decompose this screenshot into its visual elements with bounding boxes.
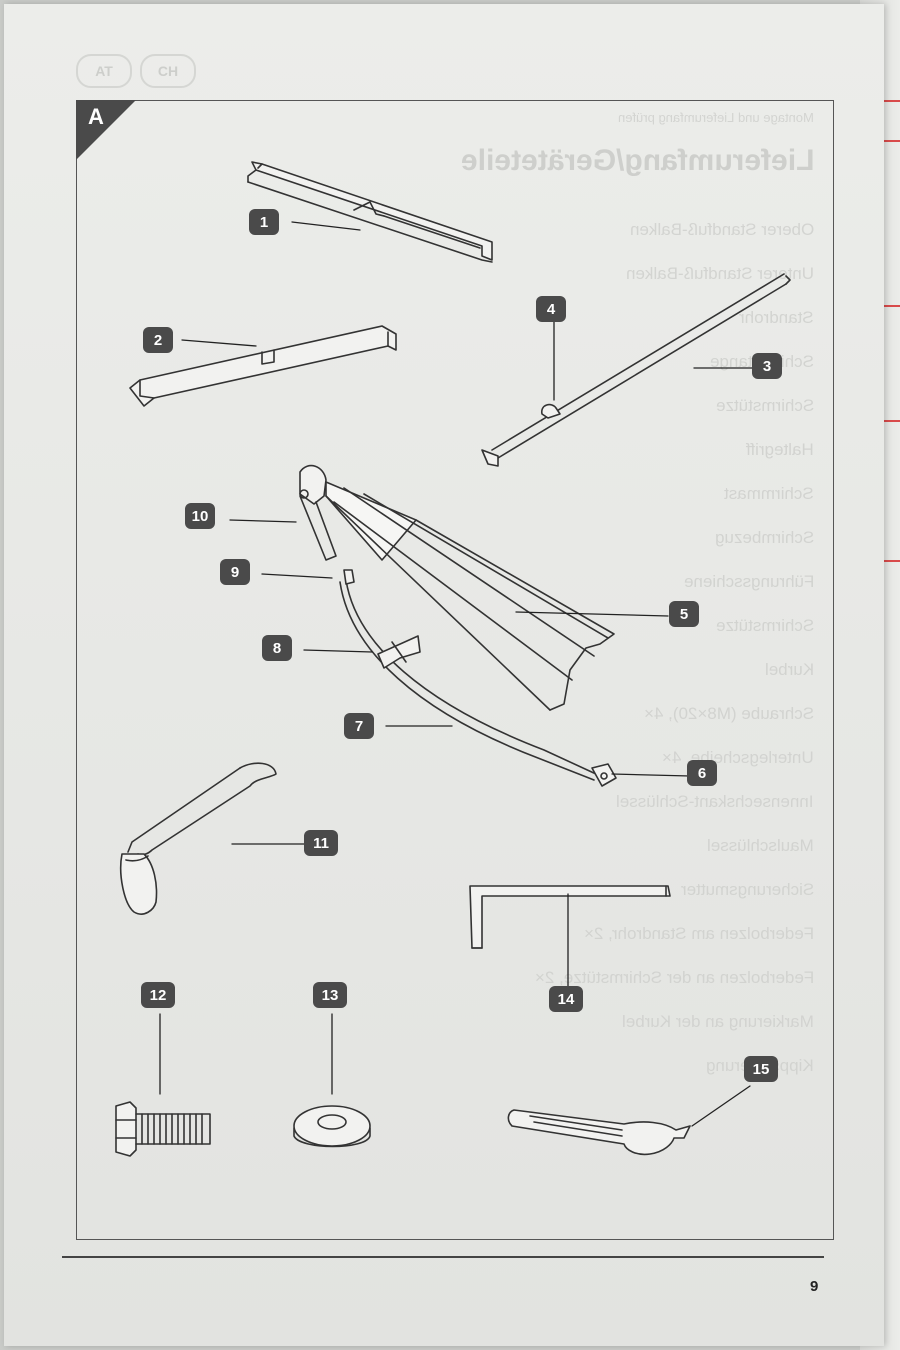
lower-base-beam: [129, 325, 397, 407]
callout-10: 10: [185, 503, 215, 529]
callout-1: 1: [249, 209, 279, 235]
umbrella-assembly: [299, 464, 617, 787]
parts-illustration: [115, 161, 791, 1157]
callout-9: 9: [220, 559, 250, 585]
section-letter: A: [88, 104, 104, 129]
language-tab-ch: CH: [140, 54, 196, 88]
wrench: [507, 1109, 691, 1156]
stand-tube: [481, 273, 791, 467]
callout-15: 15: [744, 1056, 778, 1082]
hex-bolt: [115, 1101, 211, 1157]
callout-6: 6: [687, 760, 717, 786]
page-number: 9: [810, 1278, 819, 1295]
callout-12: 12: [141, 982, 175, 1008]
section-corner: [76, 100, 136, 160]
callout-7: 7: [344, 713, 374, 739]
callout-8: 8: [262, 635, 292, 661]
callout-14: 14: [549, 986, 583, 1012]
callout-2: 2: [143, 327, 173, 353]
leader-lines: [159, 221, 755, 1127]
hex-key: [469, 885, 671, 949]
washer: [293, 1105, 371, 1148]
callout-11: 11: [304, 830, 338, 856]
callout-5: 5: [669, 601, 699, 627]
upper-base-beam: [247, 161, 493, 263]
callout-3: 3: [752, 353, 782, 379]
footer-rule: [62, 1256, 824, 1258]
illustration-frame: [76, 100, 834, 1240]
callout-13: 13: [313, 982, 347, 1008]
callout-4: 4: [536, 296, 566, 322]
manual-page: AT CH Montage und Lieferumfang prüfen Li…: [4, 4, 884, 1346]
language-tab-at: AT: [76, 54, 132, 88]
crank-handle: [119, 762, 277, 915]
